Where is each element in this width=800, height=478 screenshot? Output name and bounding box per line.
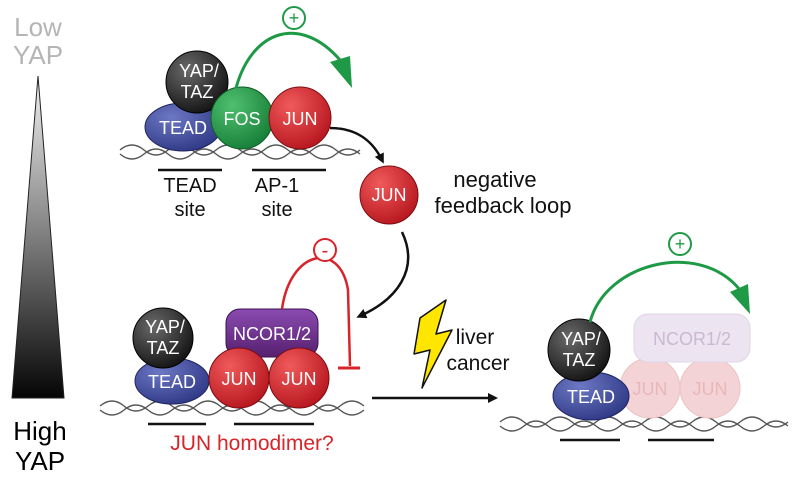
dna-top <box>119 144 361 160</box>
tead-site-label: TEAD <box>163 175 216 197</box>
activation-arrow-2 <box>588 260 742 323</box>
jun-induction-arrow <box>329 126 384 164</box>
liver-cancer-label-line2: cancer <box>446 352 509 375</box>
feedback-label-line1: negative <box>453 167 536 192</box>
tead-label: TEAD <box>159 118 207 138</box>
ncor-protein <box>225 308 319 358</box>
ncor-label: NCOR1/2 <box>233 324 311 344</box>
activation-arrow <box>234 31 342 89</box>
feedback-loop: JUN negative feedback loop <box>356 165 572 319</box>
minus-sign: - <box>322 240 329 262</box>
jun-protein-3 <box>268 347 330 409</box>
plus-circle <box>282 6 306 30</box>
bottom-left-complex: TEAD YAP/ TAZ NCOR1/2 JUN JUN - JUN homo… <box>99 238 365 455</box>
plus-circle-2 <box>668 232 692 256</box>
ap1-site-label-2: site <box>261 199 292 221</box>
jun-label-3: JUN <box>282 369 317 389</box>
tead-label-3: TEAD <box>567 387 615 407</box>
yap-taz-protein-2 <box>132 307 194 369</box>
tead-site-label-2: site <box>174 199 205 221</box>
bottom-right-complex: JUN JUN NCOR1/2 TEAD YAP/ TAZ + <box>499 232 789 442</box>
top-complex: TEAD site AP-1 site TEAD YAP/ TAZ FOS JU… <box>119 6 384 221</box>
high-label: High <box>13 416 66 446</box>
yap-bottom-label: YAP <box>15 446 65 476</box>
low-label: Low <box>14 12 62 42</box>
lightning-icon <box>413 299 453 389</box>
yap-taz-label-2-line2: TAZ <box>147 338 180 358</box>
yap-taz-label-3-line2: TAZ <box>563 350 596 370</box>
feedback-label-line2: feedback loop <box>435 193 572 218</box>
jun-protein <box>268 86 332 150</box>
activation-arrowhead-2 <box>730 284 750 314</box>
plus-sign-2: + <box>675 234 686 254</box>
feedback-arrow <box>356 231 410 319</box>
yap-taz-label-2-line1: YAP/ <box>145 317 185 337</box>
plus-sign: + <box>289 8 300 28</box>
faded-jun-label-2: JUN <box>693 379 728 399</box>
fos-label: FOS <box>223 109 260 129</box>
yap-taz-protein <box>165 50 229 114</box>
yap-taz-protein-3 <box>547 318 611 382</box>
ap1-site-label: AP-1 <box>255 175 299 197</box>
yap-gradient: Low YAP High YAP <box>11 12 67 476</box>
faded-jun-label-1: JUN <box>633 379 668 399</box>
gradient-triangle <box>11 75 65 399</box>
homodimer-label: JUN homodimer? <box>170 432 333 455</box>
yap-taz-label-line1: YAP/ <box>179 61 219 81</box>
transition: liver cancer <box>372 299 510 403</box>
dna-bottom-right <box>499 416 789 432</box>
feedback-jun-protein <box>359 165 419 225</box>
yap-taz-label-3-line1: YAP/ <box>561 329 601 349</box>
tead-label-2: TEAD <box>148 372 196 392</box>
liver-cancer-label-line1: liver <box>456 326 495 349</box>
faded-ncor-label: NCOR1/2 <box>653 329 731 349</box>
feedback-jun-label: JUN <box>372 185 407 205</box>
faded-ncor-protein <box>633 313 751 363</box>
activation-arrowhead <box>330 56 352 88</box>
yap-top-label: YAP <box>13 40 63 70</box>
yap-taz-label-line2: TAZ <box>181 82 214 102</box>
jun-label-2: JUN <box>222 369 257 389</box>
jun-label: JUN <box>283 109 318 129</box>
minus-circle <box>313 238 337 262</box>
